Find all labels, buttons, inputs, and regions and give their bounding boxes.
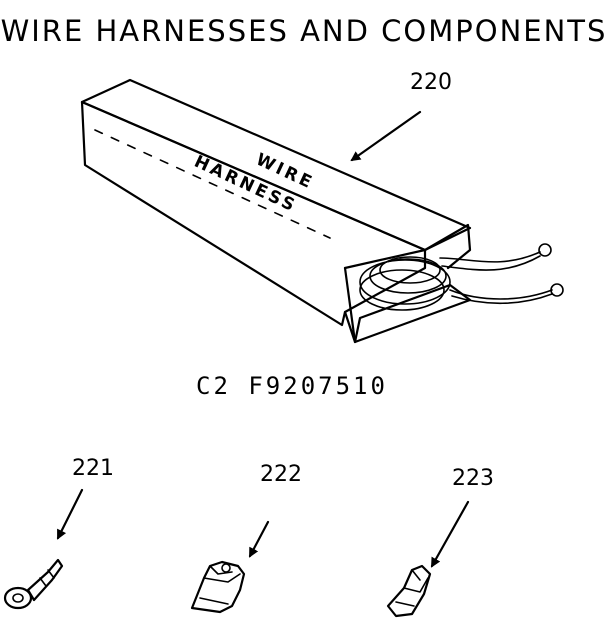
connector-b-icon <box>386 564 432 618</box>
box-front-face <box>80 100 427 327</box>
callout-label-220: 220 <box>410 70 452 95</box>
lead-wire-1 <box>439 251 541 263</box>
callout-label-222: 222 <box>260 462 302 487</box>
wire-harness-box: WIRE HARNESS <box>80 78 564 344</box>
callout-arrow-222 <box>248 520 270 558</box>
ring-terminal-icon <box>3 558 64 610</box>
box-flap-left <box>343 266 357 344</box>
callout-label-221: 221 <box>72 456 114 481</box>
connector-a-icon <box>190 560 246 614</box>
lead-wire-2 <box>449 289 553 300</box>
part-code: C2 F9207510 <box>196 372 388 400</box>
callout-arrow-220 <box>350 110 422 162</box>
diagram-title: WIRE HARNESSES AND COMPONENTS <box>0 14 608 48</box>
callout-label-223: 223 <box>452 466 494 491</box>
coiled-wires <box>359 256 451 311</box>
callout-arrow-221 <box>56 488 84 540</box>
callout-arrow-223 <box>430 500 470 568</box>
